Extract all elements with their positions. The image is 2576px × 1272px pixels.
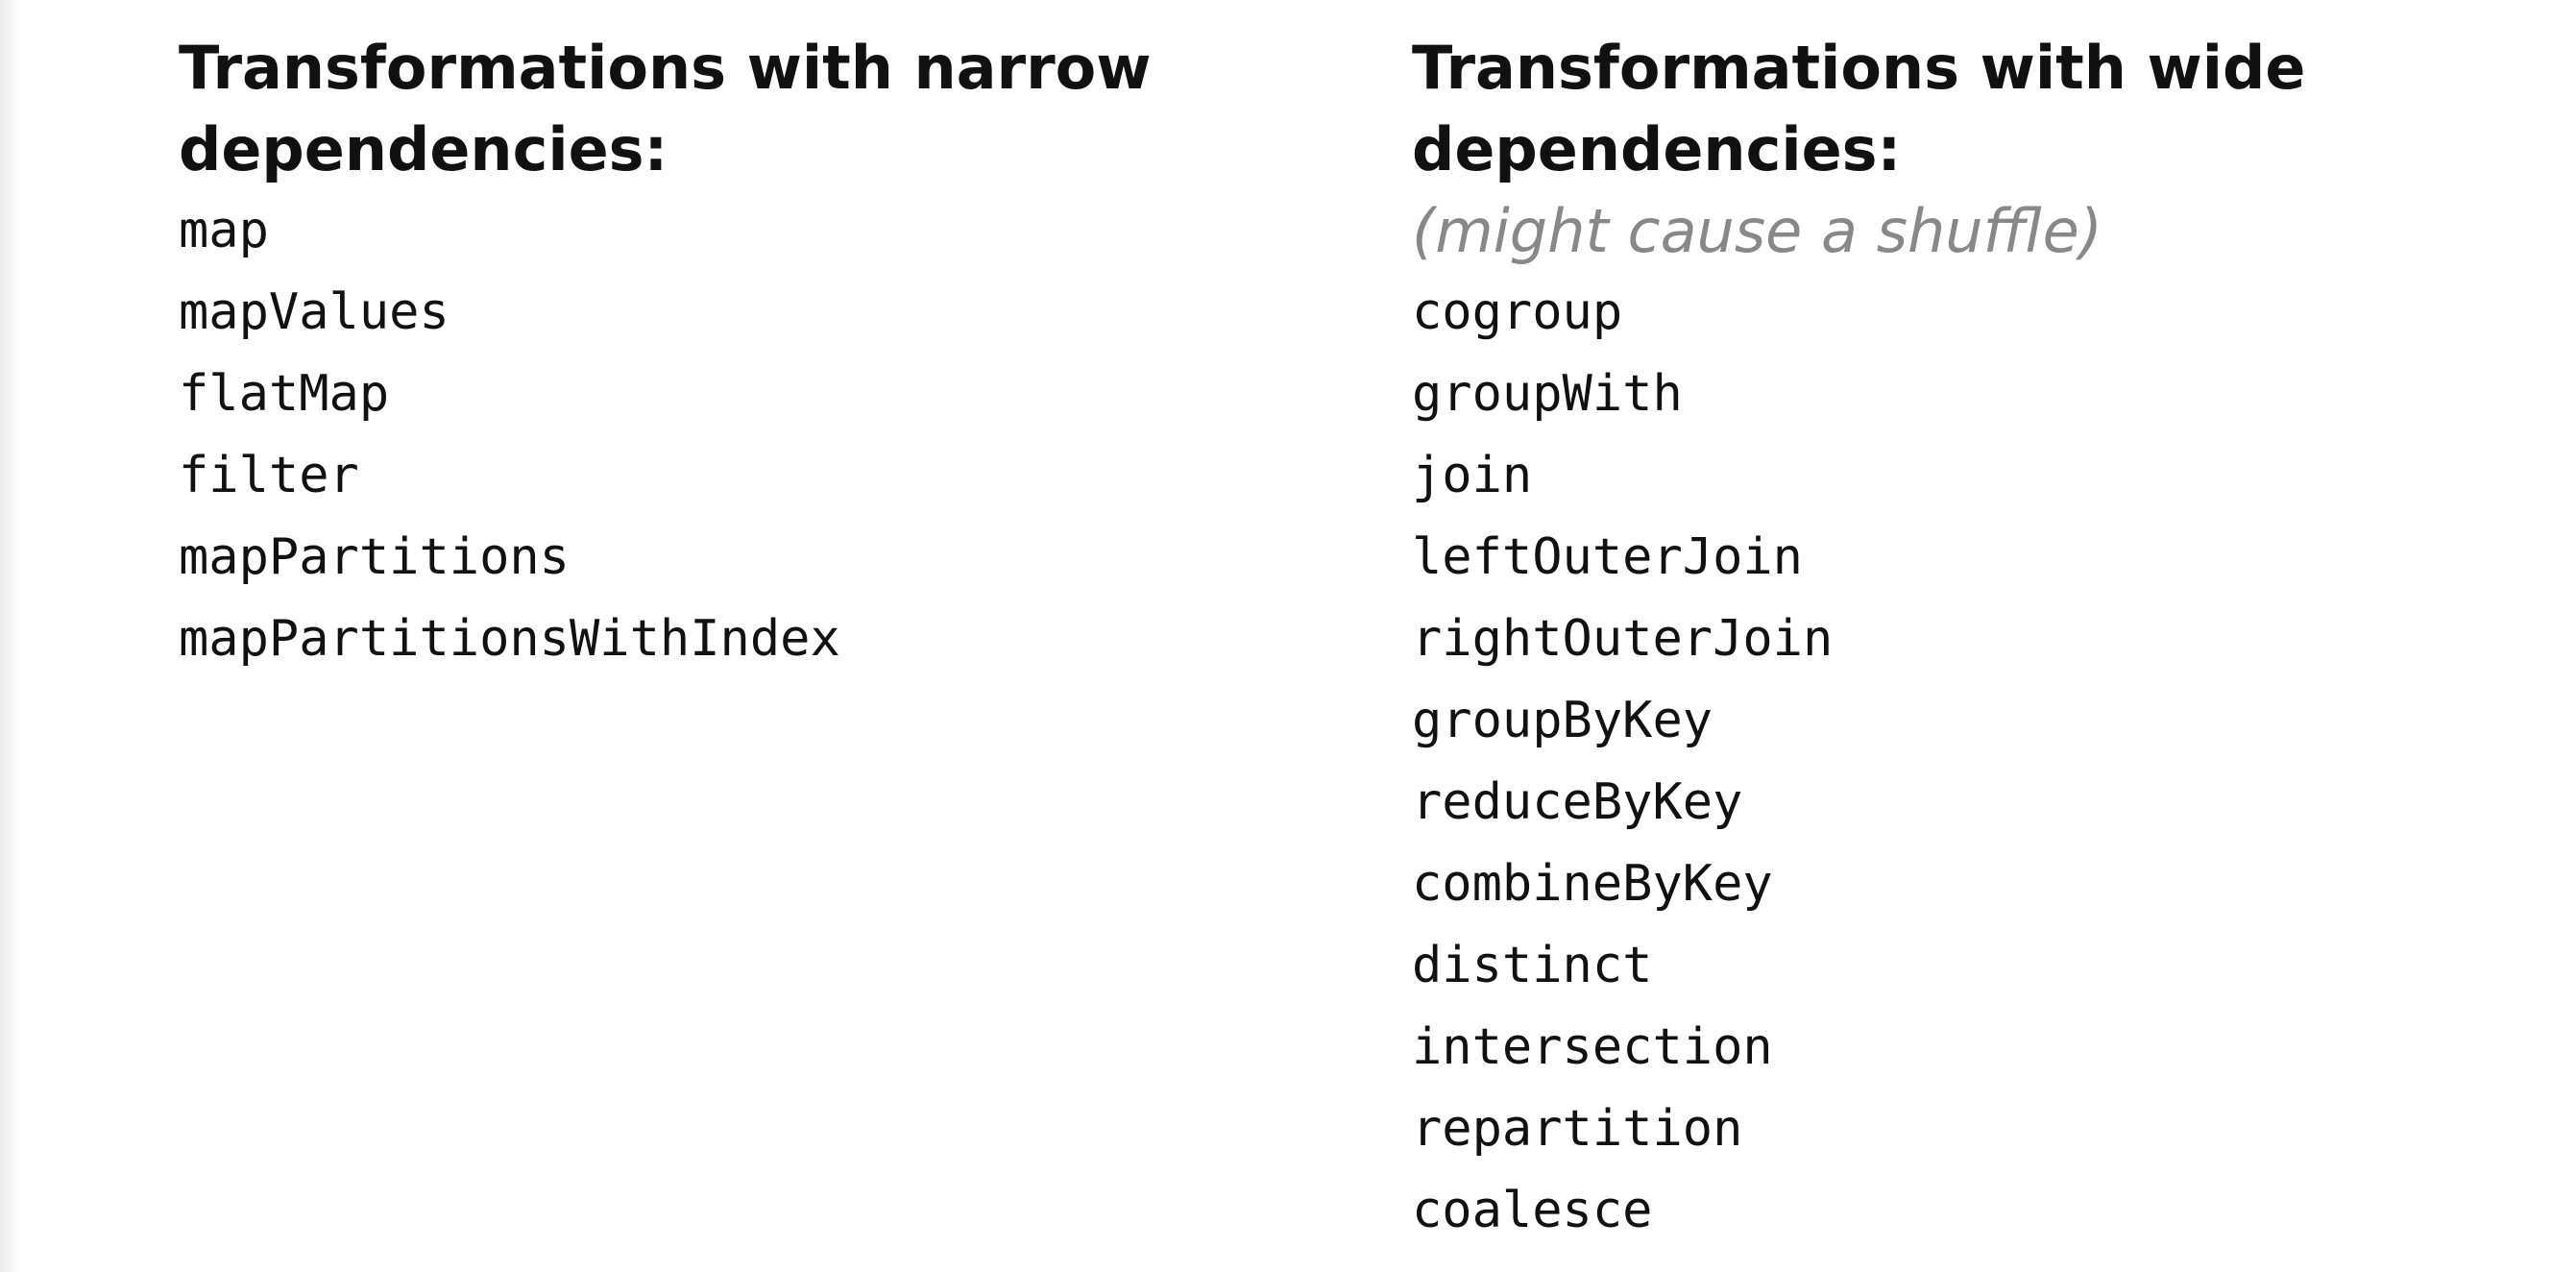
list-item: distinct [1412, 937, 1653, 994]
wide-heading-line-1: Transformations with wide [1412, 33, 2306, 103]
list-item: join [1412, 447, 1533, 504]
list-item: mapPartitionsWithIndex [179, 610, 840, 668]
narrow-heading-line-1: Transformations with narrow [179, 33, 1152, 103]
narrow-transformations-list: map mapValues flatMap filter mapPartitio… [179, 190, 1331, 680]
list-item: repartition [1412, 1100, 1743, 1158]
narrow-dependencies-heading: Transformations with narrow dependencies… [179, 27, 1331, 190]
list-item: mapPartitions [179, 528, 570, 586]
wide-heading-line-2: dependencies: [1412, 114, 1902, 184]
left-edge-shadow [0, 0, 21, 1272]
list-item: cogroup [1412, 283, 1623, 341]
list-item: filter [179, 447, 359, 504]
narrow-heading-line-2: dependencies: [179, 114, 668, 184]
wide-dependencies-column: Transformations with wide dependencies: … [1412, 27, 2468, 1252]
list-item: groupWith [1412, 365, 1683, 423]
list-item: rightOuterJoin [1412, 610, 1834, 668]
list-item: map [179, 202, 269, 259]
shuffle-note: (might cause a shuffle) [1412, 196, 2102, 266]
list-item: combineByKey [1412, 855, 1773, 913]
wide-dependencies-heading: Transformations with wide dependencies: [1412, 27, 2468, 190]
wide-transformations-list: cogroup groupWith join leftOuterJoin rig… [1412, 272, 2468, 1252]
list-item: intersection [1412, 1018, 1773, 1076]
list-item: flatMap [179, 365, 390, 423]
list-item: reduceByKey [1412, 773, 1743, 831]
list-item: leftOuterJoin [1412, 528, 1803, 586]
list-item: coalesce [1412, 1182, 1653, 1239]
list-item: groupByKey [1412, 692, 1713, 749]
list-item: mapValues [179, 283, 450, 341]
narrow-dependencies-column: Transformations with narrow dependencies… [179, 27, 1331, 680]
